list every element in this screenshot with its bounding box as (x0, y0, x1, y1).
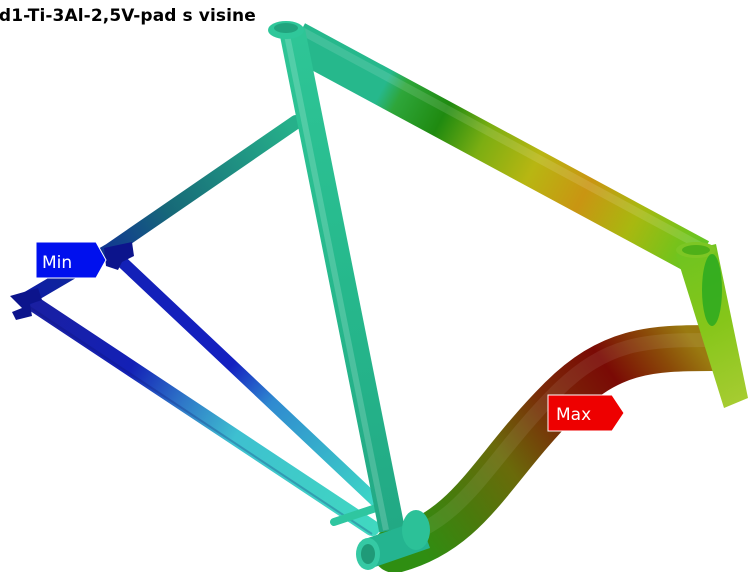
max-probe-label: Max (556, 405, 591, 425)
max-probe[interactable]: Max (547, 394, 625, 432)
head-tube (676, 242, 748, 408)
seat-tube (279, 27, 405, 533)
chainstay-bridge (330, 504, 380, 526)
top-tube (286, 23, 710, 275)
min-probe-label: Min (42, 253, 72, 273)
bottom-bracket (356, 510, 430, 570)
seat-stay-lower (112, 252, 386, 511)
rear-dropout-left (10, 288, 42, 320)
chain-stay (20, 292, 380, 536)
min-probe-flag (35, 241, 107, 279)
model-title: ld1-Ti-3Al-2,5V-pad s visine (0, 6, 256, 26)
min-probe[interactable]: Min (35, 241, 107, 279)
max-probe-flag (547, 394, 625, 432)
rear-dropout-right (104, 242, 134, 270)
